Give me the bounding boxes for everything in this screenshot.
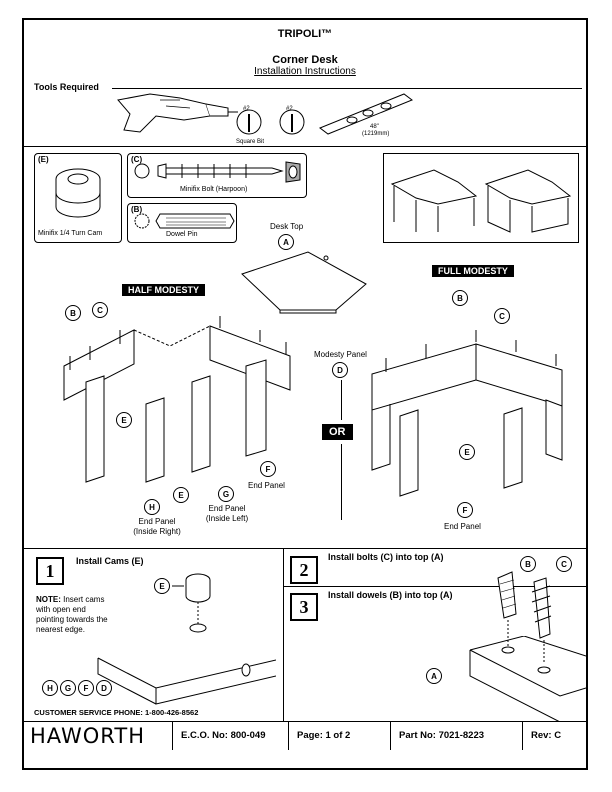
center-line-top: [341, 380, 342, 420]
callout-e-step1: E: [154, 578, 170, 594]
haworth-logo: HAWORTH: [30, 724, 145, 748]
full-modesty-drawing: [371, 330, 563, 497]
end-panel-inside-left-1: End Panel: [208, 504, 246, 513]
callout-e-half-2: E: [173, 487, 189, 503]
callout-e-half-1: E: [116, 412, 132, 428]
cam-tag: (E): [38, 155, 49, 164]
desk-top-label: Desk Top: [270, 222, 304, 231]
step-3-number: 3: [290, 593, 318, 621]
overview-drawing: [390, 169, 572, 233]
callout-c-full: C: [494, 308, 510, 324]
bit1-size: #2: [243, 106, 250, 112]
step-3-title: Install dowels (B) into top (A): [328, 590, 453, 600]
customer-service-phone: CUSTOMER SERVICE PHONE: 1-800-426-8562: [34, 708, 199, 717]
tools-rule: [112, 88, 582, 89]
full-modesty-tag: FULL MODESTY: [432, 265, 514, 277]
step-1-note: NOTE: Insert cams with open end pointing…: [36, 595, 116, 635]
bit1-caption: Square Bit: [236, 139, 265, 145]
half-modesty-drawing: [63, 316, 291, 483]
end-panel-half-label: End Panel: [248, 481, 285, 490]
callout-c-step3: C: [556, 556, 572, 572]
section-rule-2: [24, 548, 586, 549]
callout-c-half: C: [92, 302, 108, 318]
callout-b-half: B: [65, 305, 81, 321]
drill-icon: [117, 93, 238, 133]
level-icon: [318, 93, 414, 135]
page-number: Page: 1 of 2: [288, 722, 390, 750]
bolt-name: Minifix Bolt (Harpoon): [180, 186, 248, 193]
step-1-board: [97, 657, 276, 705]
step-1-number: 1: [36, 557, 64, 585]
callout-h: H: [144, 499, 160, 515]
bolt-icon: [134, 161, 301, 183]
dowel-tag: (B): [131, 205, 143, 214]
level-metric: (1219mm): [362, 131, 390, 137]
step-1-title: Install Cams (E): [76, 556, 144, 566]
eco-number: E.C.O. No: 800-049: [172, 722, 288, 750]
cam-icon: [55, 168, 101, 218]
step-3-board: [469, 636, 586, 722]
product-title: TRIPOLI™: [277, 28, 333, 40]
half-modesty-tag: HALF MODESTY: [122, 284, 205, 296]
step-1-note-label: NOTE:: [36, 595, 61, 604]
end-panel-inside-right-2: (Inside Right): [133, 527, 181, 536]
tools-heading: Tools Required: [34, 82, 99, 92]
dowel-name: Dowel Pin: [166, 231, 198, 238]
cam-name: Minifix 1/4 Turn Cam: [38, 230, 103, 237]
page-frame: [22, 18, 588, 770]
level-length: 48": [370, 124, 379, 130]
callout-f-step1: F: [78, 680, 94, 696]
revision: Rev: C: [522, 722, 586, 750]
step-1-note-text: Insert cams with open end pointing towar…: [36, 595, 108, 634]
step-2-number: 2: [290, 556, 318, 584]
callout-b-full: B: [452, 290, 468, 306]
steps-divider: [283, 548, 284, 722]
footer-rule: [24, 721, 586, 722]
or-tag: OR: [322, 424, 353, 440]
callout-b-step3: B: [520, 556, 536, 572]
model-title: Corner Desk: [272, 54, 338, 66]
modesty-panel-label: Modesty Panel: [314, 350, 367, 359]
bolt-dowel-detail: [497, 571, 552, 664]
end-panel-inside-left-2: (Inside Left): [205, 514, 249, 523]
bolt-tag: (C): [131, 155, 143, 164]
end-panel-full-label: End Panel: [444, 522, 481, 531]
cam-detail-icon: [172, 573, 211, 633]
callout-e-full: E: [459, 444, 475, 460]
step2-divider: [283, 586, 586, 587]
callout-f-half: F: [260, 461, 276, 477]
center-line-bottom: [341, 444, 342, 520]
doc-type: Installation Instructions: [254, 66, 356, 77]
part-number: Part No: 7021-8223: [390, 722, 522, 750]
callout-d-step1: D: [96, 680, 112, 696]
phillips-bit-icon: [279, 109, 305, 135]
callout-g-step1: G: [60, 680, 76, 696]
desk-top-drawing: [241, 251, 367, 314]
dowel-icon: [134, 213, 235, 229]
callout-a: A: [278, 234, 294, 250]
section-rule-1: [24, 146, 586, 147]
step-2-title: Install bolts (C) into top (A): [328, 552, 444, 562]
callout-a-step3: A: [426, 668, 442, 684]
square-bit-icon: [236, 109, 262, 135]
callout-f-full: F: [457, 502, 473, 518]
end-panel-inside-right-1: End Panel: [138, 517, 176, 526]
callout-d: D: [332, 362, 348, 378]
bolt-box: [127, 153, 307, 198]
bit2-size: #2: [286, 106, 293, 112]
callout-g: G: [218, 486, 234, 502]
callout-h-step1: H: [42, 680, 58, 696]
